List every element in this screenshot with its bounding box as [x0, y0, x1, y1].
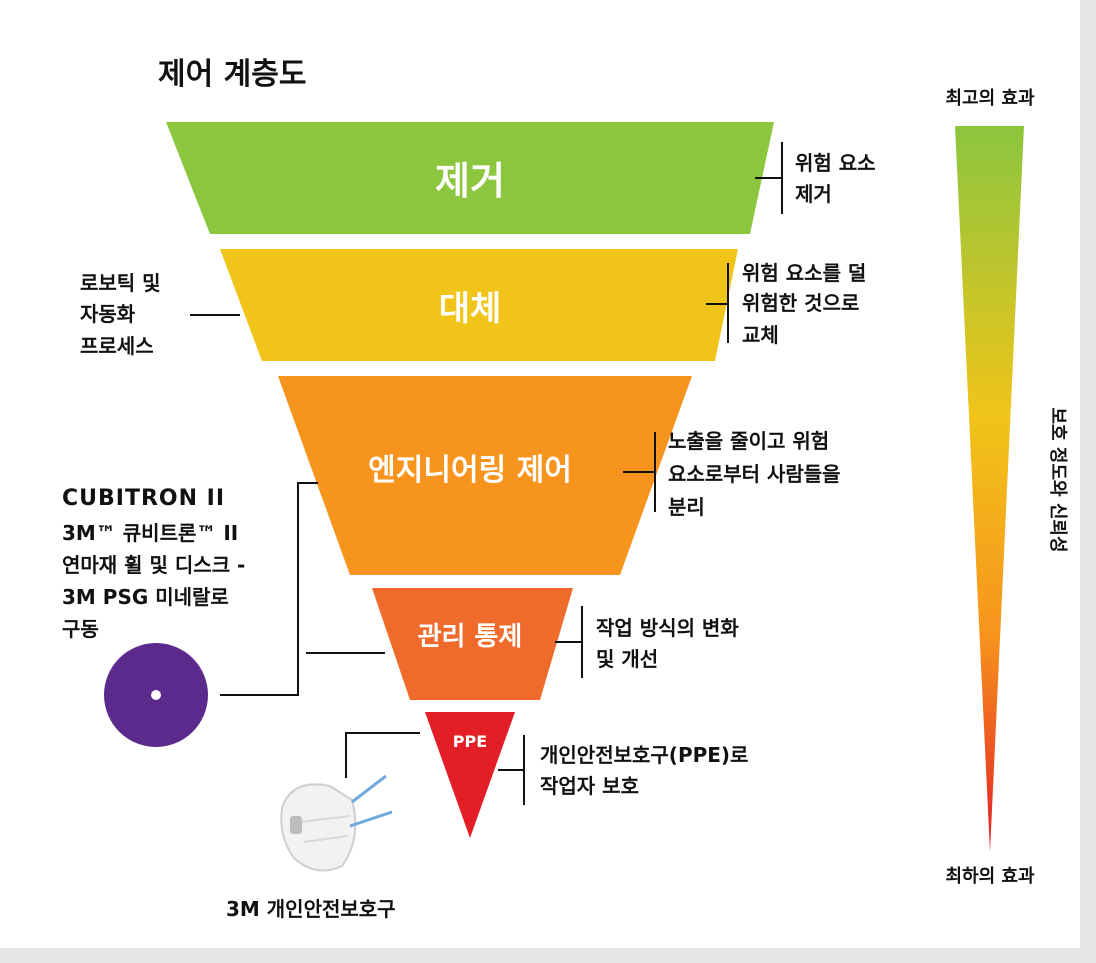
note-cubitron-line: 3M PSG 미네랄로: [62, 585, 229, 609]
svg-text:작업 방식의 변화 및 개선: 작업 방식의 변화 및 개선: [596, 616, 746, 671]
effectiveness-scale: 최고의 효과 최하의 효과 보호 정도와 신뢰성: [945, 88, 1068, 887]
desc-engineering-line: 요소로부터 사람들을: [668, 462, 841, 486]
cubitron-logo: CUBITRON II: [62, 486, 225, 511]
svg-text:3M™ 큐비트론™ II 연마재 휠 및: 3M™ 큐비트론™ II 연마재 휠 및 디스크 - 3M PSG 미네랄로 구…: [62, 521, 252, 641]
tier-administrative-band: [372, 588, 573, 700]
scale-top-label: 최고의 효과: [945, 88, 1035, 109]
note-cubitron-line: 구동: [62, 617, 99, 641]
abrasive-disc-hole: [151, 690, 161, 700]
desc-engineering-line: 분리: [668, 495, 705, 519]
desc-ppe-line: 개인안전보호구(PPE)로: [540, 743, 748, 767]
note-cubitron-line: 3M™ 큐비트론™ II: [62, 521, 238, 545]
respirator-caption: 3M 개인안전보호구: [226, 897, 396, 921]
desc-administrative: 작업 방식의 변화 및 개선: [555, 606, 746, 678]
desc-administrative-line: 작업 방식의 변화: [596, 616, 739, 640]
desc-ppe-line: 작업자 보호: [540, 774, 639, 798]
respirator-image: [280, 774, 393, 872]
tier-elimination-band: [166, 122, 774, 234]
tier-engineering-label: 엔지니어링 제어: [368, 453, 572, 488]
desc-substitution-line: 위험 요소를 덜: [742, 261, 866, 285]
desc-substitution-line: 교체: [742, 323, 779, 347]
tier-administrative-label: 관리 통제: [418, 622, 523, 652]
desc-administrative-line: 및 개선: [596, 647, 658, 671]
page-title: 제어 계층도: [158, 57, 306, 92]
tier-substitution-band: [220, 249, 738, 361]
scale-gradient-wedge: [955, 126, 1024, 852]
hierarchy-diagram: 제어 계층도 제거 대체 엔지니어링 제어 관리 통제 PPE 위험 요소 제거: [62, 57, 1068, 921]
desc-elimination-line: 위험 요소: [795, 151, 876, 175]
tier-substitution-label: 대체: [439, 289, 502, 329]
desc-ppe: 개인안전보호구(PPE)로 작업자 보호: [498, 735, 755, 805]
scale-bottom-label: 최하의 효과: [945, 866, 1035, 887]
note-cubitron-line: 연마재 휠 및 디스크 -: [62, 553, 245, 577]
svg-text:위험 요소를 덜 위험한 것으로: 위험 요소를 덜 위험한 것으로 교체: [742, 261, 873, 347]
svg-text:위험 요소 제거: 위험 요소 제거: [795, 151, 883, 206]
svg-text:개인안전보호구(PPE)로 작업자 보호: 개인안전보호구(PPE)로 작업자 보호: [540, 743, 755, 798]
tier-engineering-band: [278, 376, 692, 575]
desc-substitution: 위험 요소를 덜 위험한 것으로 교체: [706, 261, 873, 347]
scale-axis-label: 보호 정도와 신뢰성: [1047, 407, 1068, 552]
note-robotics: 로보틱 및 자동화 프로세스: [80, 271, 240, 358]
desc-engineering: 노출을 줄이고 위험 요소로부터 사람들을 분리: [623, 429, 848, 519]
diagram-panel: 제어 계층도 제거 대체 엔지니어링 제어 관리 통제 PPE 위험 요소 제거: [0, 0, 1080, 948]
svg-text:노출을 줄이고 위험 요소로부터 사람들: 노출을 줄이고 위험 요소로부터 사람들을 분리: [668, 429, 848, 519]
svg-text:로보틱 및 자동화: 로보틱 및 자동화 프로세스: [80, 271, 168, 358]
desc-elimination-line: 제거: [795, 182, 832, 206]
note-robotics-line: 프로세스: [80, 334, 154, 358]
tier-elimination-label: 제거: [435, 159, 505, 203]
desc-substitution-line: 위험한 것으로: [742, 291, 859, 315]
note-robotics-line: 자동화: [80, 302, 136, 326]
desc-elimination: 위험 요소 제거: [755, 142, 883, 214]
tier-ppe-triangle: [425, 712, 515, 838]
desc-engineering-line: 노출을 줄이고 위험: [668, 429, 829, 453]
note-cubitron: CUBITRON II 3M™ 큐비트론™ II 연마재 휠 및 디스크 - 3…: [62, 482, 385, 747]
tier-ppe-label: PPE: [453, 732, 487, 751]
note-robotics-line: 로보틱 및: [80, 271, 161, 295]
note-respirator: 3M 개인안전보호구: [226, 732, 420, 921]
